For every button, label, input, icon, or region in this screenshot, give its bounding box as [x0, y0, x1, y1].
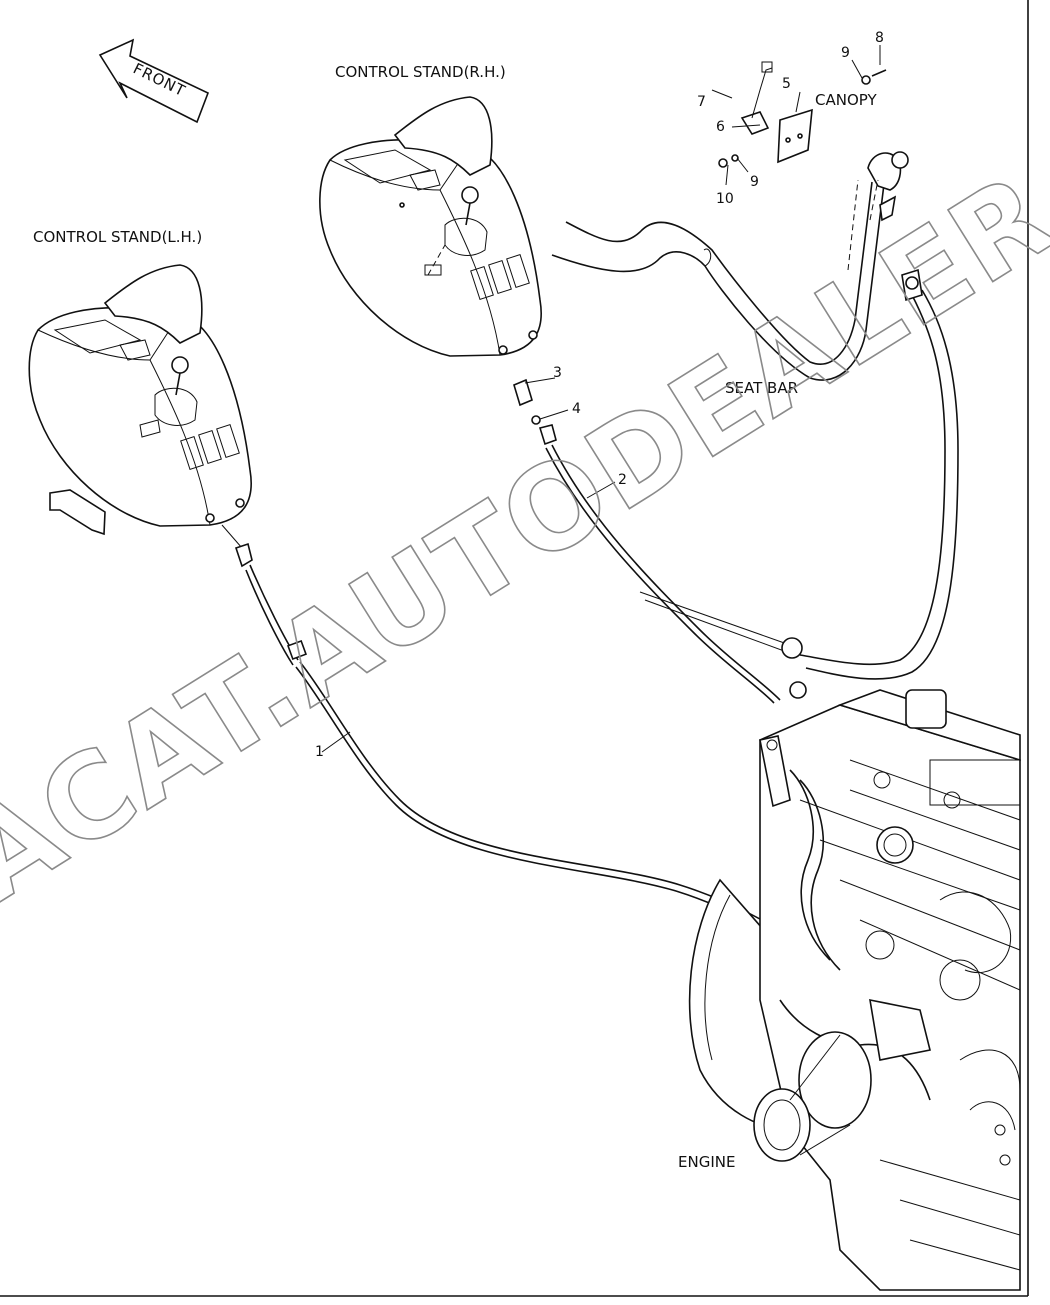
seat-bar: [551, 151, 909, 381]
leader-4: [539, 409, 569, 420]
callout-7: 7: [697, 94, 706, 110]
callout-10: 10: [716, 191, 734, 207]
control-stand-lh: [28, 264, 252, 536]
control-stand-rh-label: CONTROL STAND(R.H.): [335, 63, 506, 81]
callout-9-bottom: 9: [750, 174, 759, 190]
leader-10: [725, 164, 729, 186]
callout-3: 3: [553, 365, 562, 381]
leader-2: [586, 481, 616, 499]
leader-9b: [736, 157, 749, 173]
callout-8: 8: [875, 30, 884, 46]
leader-1: [321, 731, 351, 753]
callout-4: 4: [572, 401, 581, 417]
callout-9-top: 9: [841, 45, 850, 61]
engine: [688, 689, 1021, 1291]
callout-6: 6: [716, 119, 725, 135]
leader-3: [524, 377, 556, 384]
canopy-parts: [711, 45, 887, 168]
callout-5: 5: [782, 76, 791, 92]
control-stand-rh: [319, 96, 542, 357]
leader-6: [731, 124, 761, 128]
seat-bar-label: SEAT BAR: [725, 379, 798, 397]
leader-9a: [851, 59, 863, 79]
cable-2: [513, 268, 959, 704]
callout-1: 1: [315, 744, 324, 760]
engine-label: ENGINE: [678, 1153, 735, 1171]
callout-2: 2: [618, 472, 627, 488]
canopy-label: CANOPY: [815, 91, 877, 109]
control-stand-lh-label: CONTROL STAND(L.H.): [33, 228, 202, 246]
front-arrow: FRONT: [98, 38, 210, 124]
